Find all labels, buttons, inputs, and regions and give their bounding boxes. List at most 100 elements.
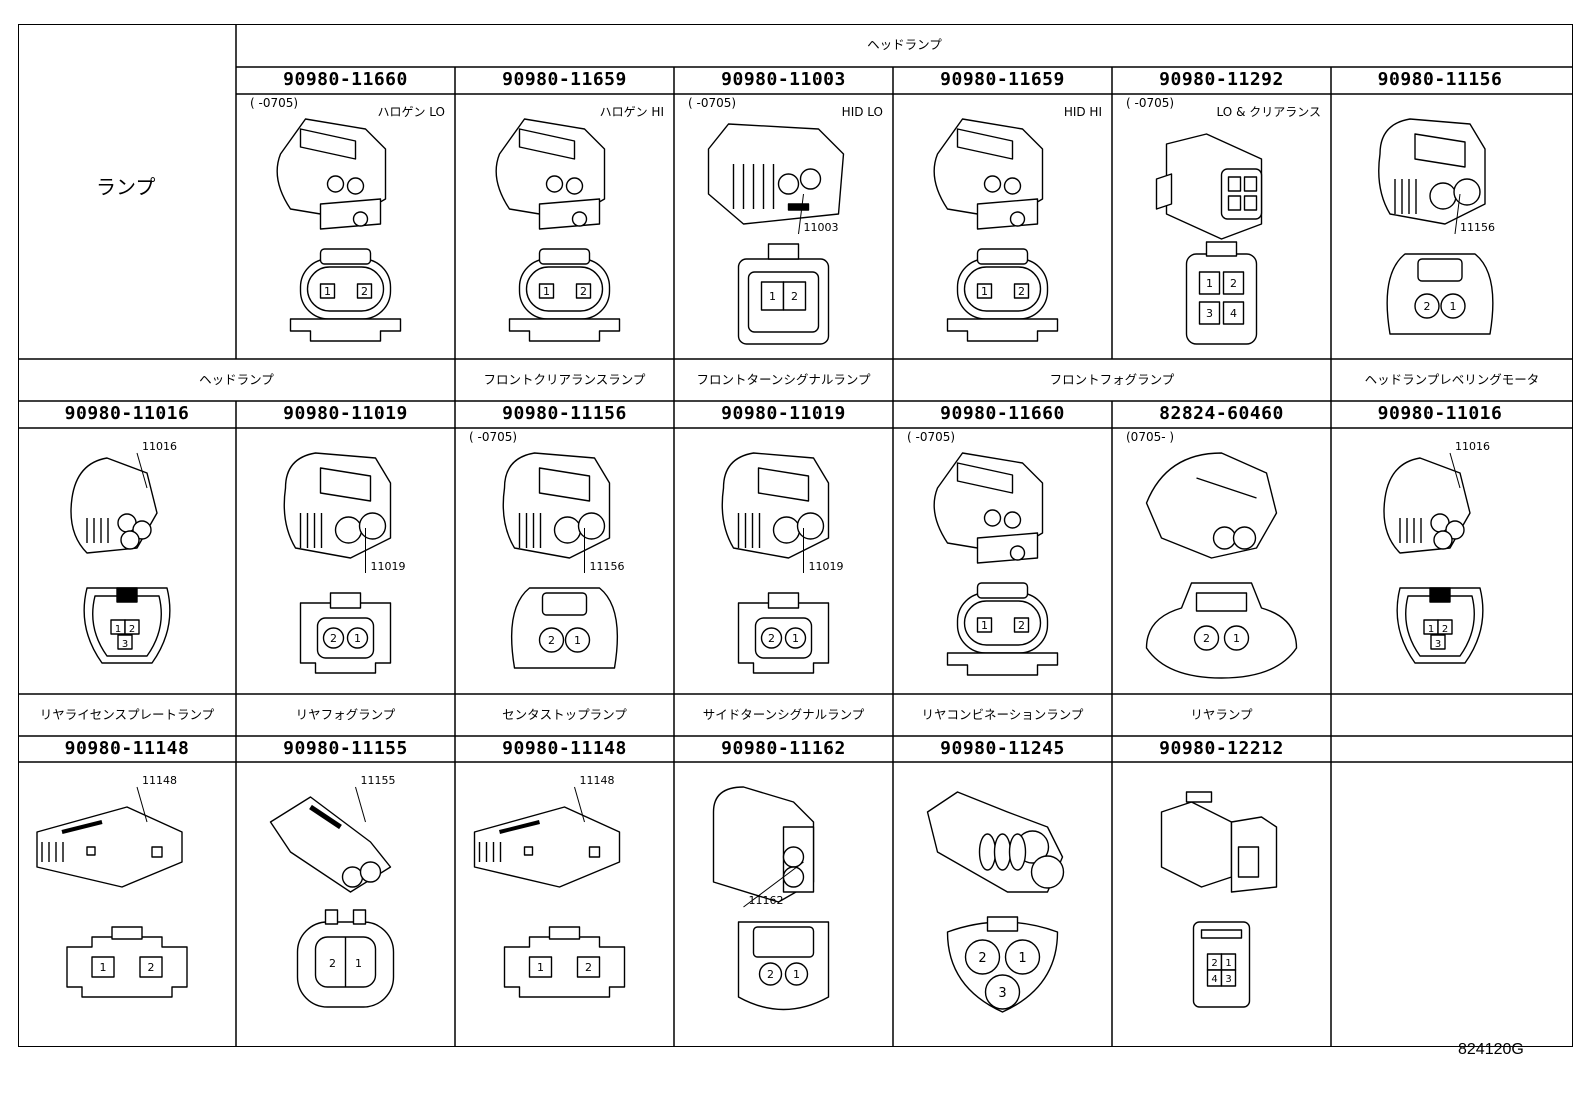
- pin-number: 2: [361, 285, 368, 298]
- connector-face-drawing: [737, 243, 830, 345]
- connector-housing-drawing: [283, 452, 392, 559]
- pin-number: 2: [329, 957, 336, 970]
- connector-face-drawing: [737, 592, 830, 674]
- connector-face-drawing: [508, 248, 621, 342]
- connector-housing-drawing: [1160, 791, 1278, 893]
- part-number: 90980-11148: [502, 738, 627, 759]
- connector-housing-drawing: [502, 452, 611, 559]
- pin-number: 3: [1206, 307, 1213, 320]
- pin-number: 1: [1206, 277, 1213, 290]
- section-header: フロントクリアランスランプ: [483, 372, 646, 387]
- pin-number: 1: [1018, 951, 1026, 966]
- part-number: 90980-11155: [283, 738, 408, 759]
- connector-face-drawing: [510, 587, 619, 669]
- connector-face-drawing: [299, 592, 392, 674]
- connector-housing-drawing: [1155, 133, 1263, 240]
- pin-number: 1: [324, 285, 331, 298]
- date-range-note: ( -0705): [469, 430, 518, 444]
- date-range-note: (0705- ): [1126, 430, 1175, 444]
- pin-number: 2: [548, 634, 555, 647]
- callout-label: 11148: [142, 774, 177, 787]
- callout-label: 11019: [809, 560, 844, 573]
- leader-line: [1454, 193, 1461, 235]
- connector-housing-drawing: [926, 791, 1065, 893]
- section-header: ヘッドランプ: [199, 372, 274, 387]
- date-range-note: ( -0705): [1126, 96, 1175, 110]
- connector-housing-drawing: [721, 452, 830, 559]
- callout-label: 11155: [361, 774, 396, 787]
- connector-housing-drawing: [495, 118, 606, 230]
- section-header: サイドターンシグナルランプ: [702, 707, 865, 722]
- leader-line: [136, 786, 148, 823]
- connector-face-drawing: [1145, 582, 1298, 679]
- leader-line: [1449, 452, 1461, 489]
- pin-number: 1: [537, 961, 544, 974]
- callout-label: 11162: [749, 894, 784, 907]
- section-header: センタストップランプ: [502, 707, 627, 722]
- callout-label: 11156: [590, 560, 625, 573]
- connector-housing-drawing: [933, 452, 1044, 564]
- connector-face-drawing: [1386, 253, 1494, 335]
- part-number: 90980-11016: [64, 403, 190, 424]
- leader-line: [574, 786, 585, 823]
- callout-label: 11019: [371, 560, 406, 573]
- part-number: 90980-11016: [1377, 403, 1503, 424]
- part-number: 90980-11156: [502, 403, 627, 424]
- connector-face-drawing: [296, 909, 395, 1008]
- leader-line: [136, 452, 148, 489]
- pin-number: 2: [1442, 624, 1448, 635]
- pin-number: 1: [1450, 300, 1457, 313]
- callout-label: 11003: [804, 221, 839, 234]
- pin-number: 1: [1428, 624, 1434, 635]
- pin-number: 1: [793, 968, 800, 981]
- part-number: 90980-11019: [721, 403, 846, 424]
- pin-number: 1: [574, 634, 581, 647]
- date-range-note: ( -0705): [250, 96, 299, 110]
- part-number: 90980-11156: [1377, 69, 1503, 90]
- connector-housing-drawing: [70, 457, 158, 554]
- connector-housing-drawing: [36, 806, 183, 888]
- connector-face-drawing: [1192, 921, 1251, 1008]
- pin-number: 3: [998, 986, 1006, 1001]
- function-note: ハロゲン HI: [599, 105, 664, 119]
- date-range-note: ( -0705): [688, 96, 737, 110]
- connector-housing-drawing: [1145, 452, 1278, 559]
- lamp-label: ランプ: [96, 175, 156, 199]
- section-header: リヤライセンスプレートランプ: [39, 707, 215, 722]
- part-number: 90980-11245: [940, 738, 1065, 759]
- part-number: 90980-11162: [721, 738, 846, 759]
- pin-number: 2: [1211, 958, 1217, 969]
- part-number: 90980-11019: [283, 403, 408, 424]
- pin-number: 4: [1211, 974, 1217, 985]
- pin-number: 3: [1225, 974, 1231, 985]
- function-note: HID LO: [841, 105, 883, 119]
- pin-number: 1: [355, 957, 362, 970]
- pin-number: 1: [543, 285, 550, 298]
- pin-number: 1: [1233, 632, 1240, 645]
- pin-number: 2: [330, 632, 337, 645]
- connector-housing-drawing: [1378, 118, 1486, 225]
- pin-number: 3: [122, 639, 128, 650]
- part-number: 90980-11003: [721, 69, 846, 90]
- pin-number: 2: [129, 624, 135, 635]
- connector-face-drawing: [737, 921, 830, 1011]
- connector-drawing: 2 1 11155: [236, 762, 455, 1028]
- pin-number: 2: [1230, 277, 1237, 290]
- pin-number: 2: [580, 285, 587, 298]
- connector-face-drawing: [289, 248, 402, 342]
- connector-drawing: 2 1 11156: [455, 428, 674, 694]
- connector-face-drawing: [946, 248, 1059, 342]
- section-header: フロントターンシグナルランプ: [696, 372, 871, 387]
